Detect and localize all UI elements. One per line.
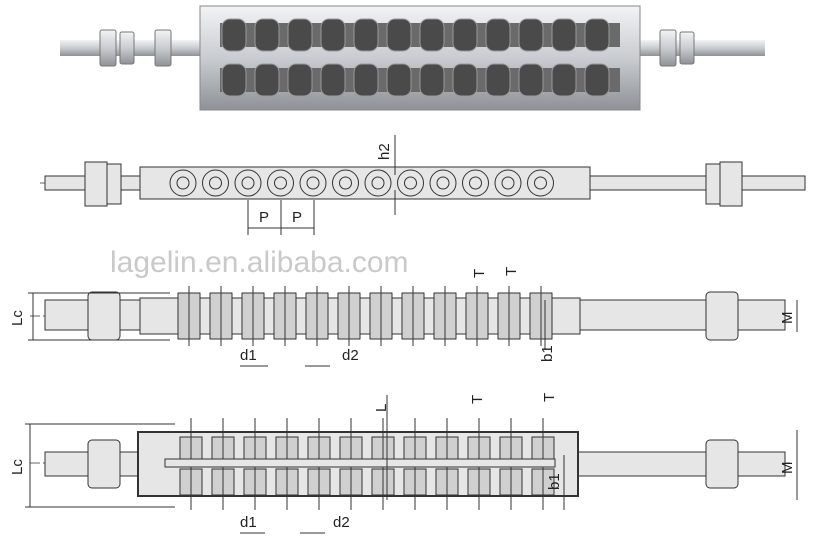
- chain-pin: [404, 176, 417, 190]
- l-label: L: [373, 404, 390, 412]
- chain-link: [254, 63, 280, 97]
- chain-link: [584, 63, 610, 97]
- chain-link: [551, 63, 577, 97]
- d1-label: d1: [240, 347, 257, 364]
- b1-label: b1: [546, 473, 563, 490]
- chain-link: [419, 63, 445, 97]
- chain-link: [353, 18, 379, 52]
- chain-link: [353, 63, 379, 97]
- chain-link: [287, 18, 313, 52]
- d2-label: d2: [333, 514, 350, 531]
- t-label: T: [469, 395, 486, 404]
- chain-link: [518, 18, 544, 52]
- chain-link: [221, 63, 247, 97]
- d2-label: d2: [342, 347, 359, 364]
- chain-link: [320, 63, 346, 97]
- nut: [106, 163, 122, 205]
- chain-link: [419, 18, 445, 52]
- center-pin: [164, 458, 556, 468]
- t-label: T: [471, 269, 488, 278]
- chain-pin: [306, 176, 320, 190]
- chain-pin: [209, 176, 222, 190]
- chain-pin: [501, 176, 515, 190]
- right-nut: [659, 29, 677, 67]
- nut: [705, 291, 739, 341]
- t-label: T: [541, 393, 558, 402]
- chain-pin: [176, 176, 190, 190]
- m-label: M: [779, 462, 796, 475]
- nut: [705, 439, 739, 489]
- double-row-top-view: [28, 286, 798, 367]
- lc-label: Lc: [9, 459, 26, 475]
- chain-link: [221, 18, 247, 52]
- right-nut: [679, 31, 695, 65]
- chain-link: [452, 18, 478, 52]
- left-nut: [154, 29, 172, 67]
- chain-link: [386, 63, 412, 97]
- watermark: lagelin.en.alibaba.com: [110, 246, 409, 279]
- d1-label: d1: [240, 514, 257, 531]
- left-nut: [99, 29, 117, 67]
- chain-link: [584, 18, 610, 52]
- chain-link: [386, 18, 412, 52]
- lc-label: Lc: [9, 310, 26, 326]
- left-threaded-bolt: [60, 40, 210, 56]
- chain-link: [254, 18, 280, 52]
- left-nut: [119, 31, 135, 65]
- side-view: [40, 135, 806, 235]
- nut: [87, 291, 121, 341]
- chain-pin: [371, 176, 385, 190]
- chain-link: [485, 18, 511, 52]
- chain-pin: [274, 176, 287, 190]
- chain-link: [485, 63, 511, 97]
- chain-link: [551, 18, 577, 52]
- t-label: T: [503, 267, 520, 276]
- nut: [719, 161, 743, 207]
- m-label: M: [779, 312, 796, 325]
- chain-link: [320, 18, 346, 52]
- h2-label: h2: [376, 143, 393, 160]
- triple-row-top-view: [25, 395, 798, 534]
- nut: [84, 161, 108, 207]
- chain-link: [452, 63, 478, 97]
- pitch-label: P: [292, 209, 302, 226]
- product-photo: [60, 5, 765, 111]
- right-threaded-bolt: [625, 40, 765, 56]
- chain-link: [287, 63, 313, 97]
- chain-pin: [241, 176, 255, 190]
- nut: [705, 163, 721, 205]
- chain-pin: [534, 176, 547, 190]
- pitch-label: P: [259, 209, 269, 226]
- chain-pin: [469, 176, 482, 190]
- b1-label: b1: [539, 345, 556, 362]
- chain-pin: [436, 176, 450, 190]
- chain-pin: [339, 176, 352, 190]
- nut: [87, 439, 121, 489]
- chain-link: [518, 63, 544, 97]
